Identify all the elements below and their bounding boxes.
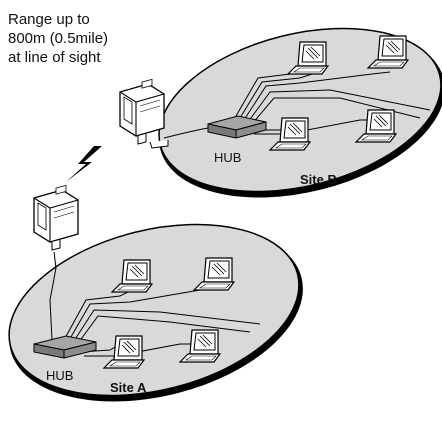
range-note-line-3: at line of sight (8, 49, 101, 66)
hub-icon (33, 335, 97, 359)
range-note-line-2: 800m (0.5mile) (8, 30, 109, 47)
site-b-label: Site B (300, 172, 337, 187)
outdoor-bridge-icon (119, 78, 209, 149)
outdoor-bridge-icon (33, 184, 79, 341)
hub-icon (207, 115, 267, 139)
range-note: Range up to 800m (0.5mile) at line of si… (8, 10, 158, 67)
site-b-area (158, 27, 442, 198)
lightning-bolt-icon (66, 146, 102, 182)
site-b-hub-label: HUB (214, 150, 242, 165)
site-a-hub-label: HUB (46, 368, 74, 383)
site-a-cabling (63, 287, 261, 357)
range-note-line-1: Range up to (8, 11, 90, 28)
site-a-label: Site A (110, 380, 147, 395)
